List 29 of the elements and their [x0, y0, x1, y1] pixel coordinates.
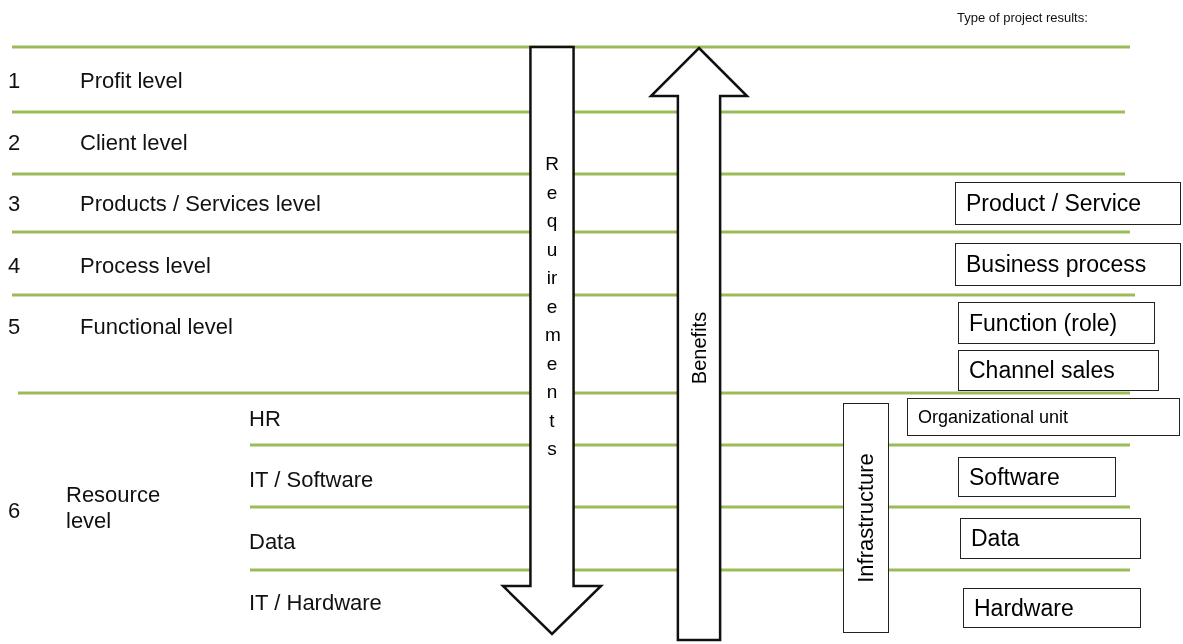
result-box: Data: [960, 518, 1141, 559]
level-name: Functional level: [80, 314, 233, 340]
level-name: Process level: [80, 253, 211, 279]
arrow-label: Benefits: [687, 311, 711, 385]
result-box: Product / Service: [955, 182, 1181, 225]
level-number: 1: [8, 68, 21, 94]
level-name: Products / Services level: [80, 191, 321, 217]
level-number: 4: [8, 253, 21, 279]
arrow-label: Requirements: [545, 152, 559, 461]
level-number: 6: [8, 498, 21, 524]
level-name: Resource level: [66, 482, 162, 534]
level-number: 2: [8, 130, 21, 156]
result-box: Organizational unit: [907, 398, 1180, 436]
box-label: Infrastructure: [853, 453, 879, 583]
result-box: Hardware: [963, 588, 1141, 628]
result-box: Function (role): [958, 302, 1155, 344]
level-number: 5: [8, 314, 21, 340]
resource-name: IT / Software: [249, 467, 374, 493]
resource-name: HR: [249, 406, 281, 432]
result-box: Software: [958, 457, 1116, 497]
result-box: Channel sales: [958, 350, 1159, 391]
result-box: Business process: [955, 243, 1181, 286]
level-name: Client level: [80, 130, 188, 156]
level-number: 3: [8, 191, 21, 217]
heading: Type of project results:: [957, 10, 1088, 26]
level-name: Profit level: [80, 68, 183, 94]
infrastructure-box: [843, 403, 889, 633]
resource-name: IT / Hardware: [249, 590, 382, 616]
resource-name: Data: [249, 529, 296, 555]
